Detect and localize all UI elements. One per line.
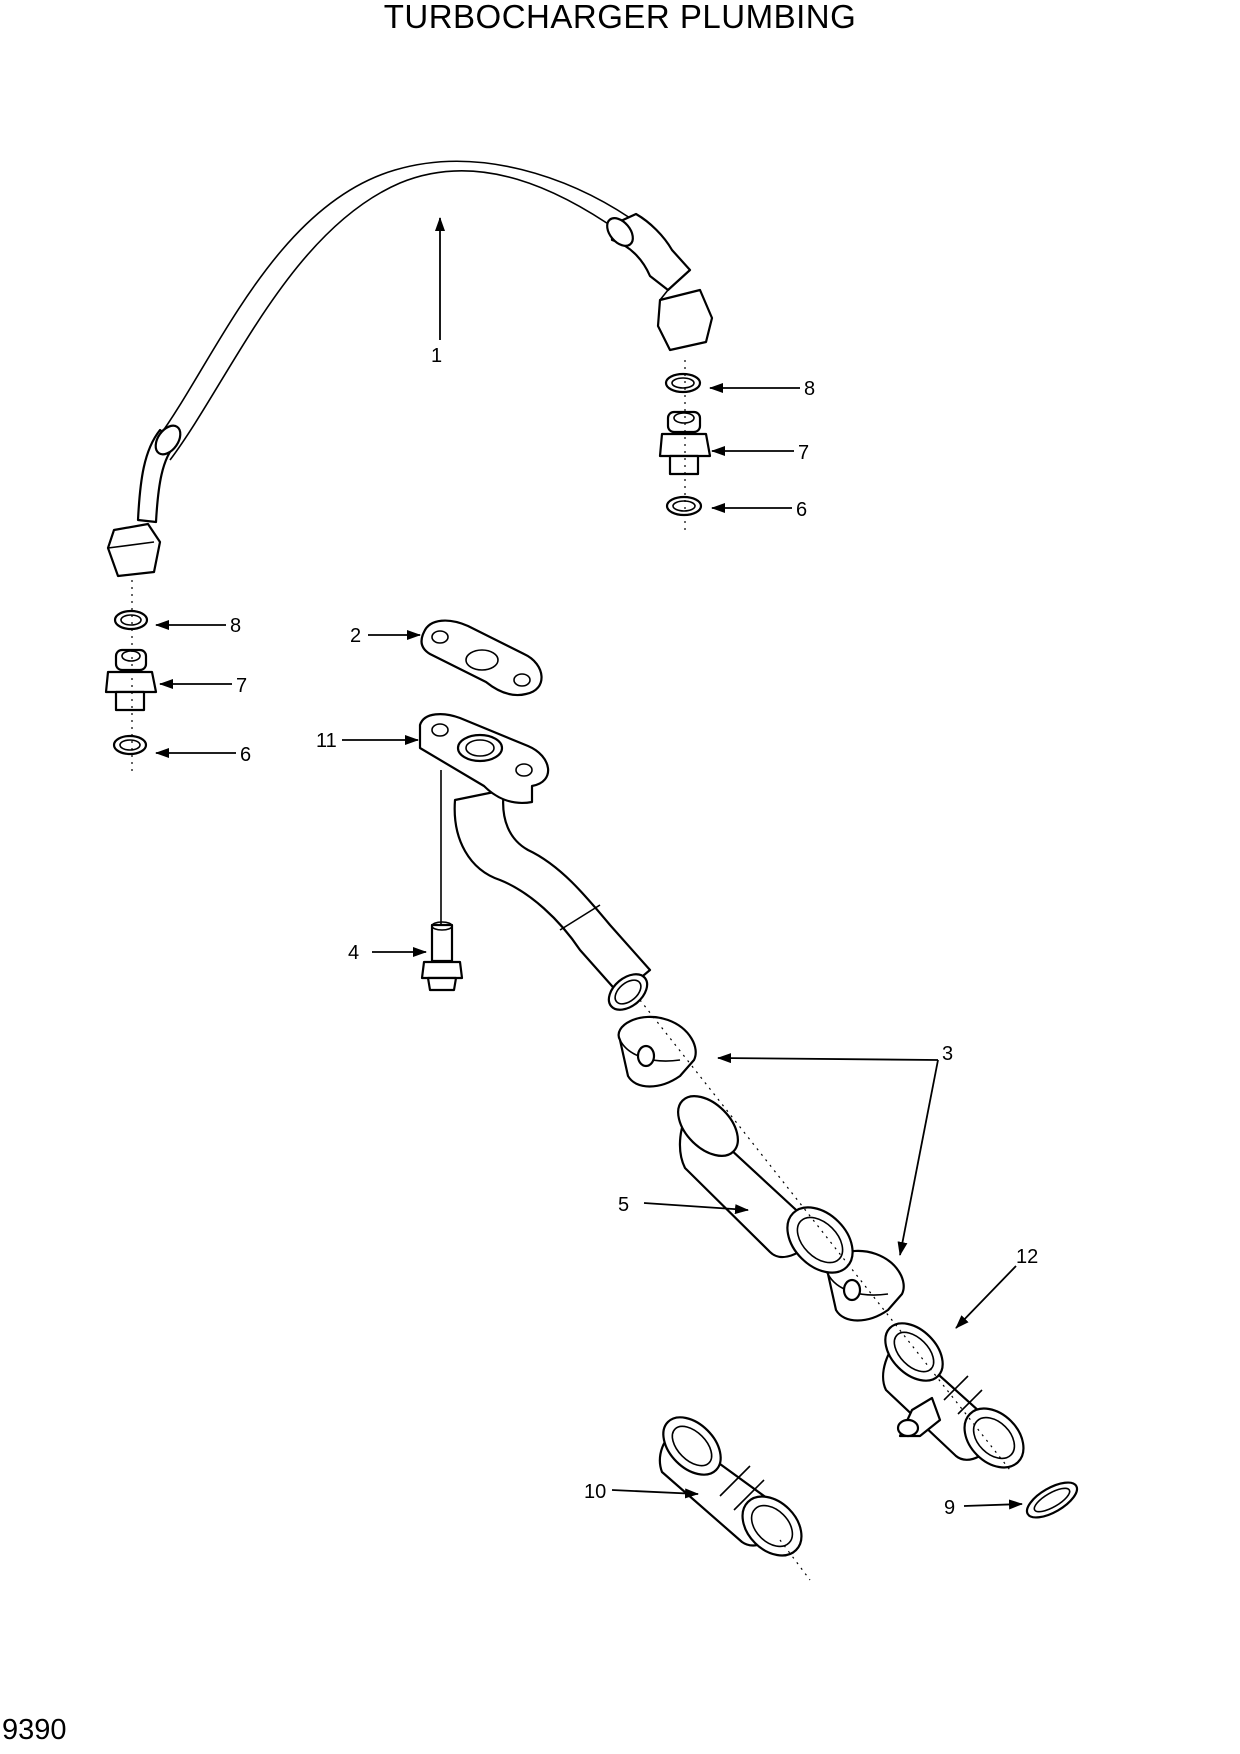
drain-flange-tube-part-11 [418, 713, 652, 1011]
callout-9: 9 [944, 1497, 955, 1519]
callout-5: 5 [618, 1194, 629, 1216]
callout-1: 1 [431, 345, 442, 367]
hose-clamp-part-3-upper [617, 1015, 697, 1088]
callout-3: 3 [942, 1043, 953, 1065]
callout-12: 12 [1016, 1246, 1038, 1268]
o-ring-part-9 [1025, 1481, 1079, 1519]
page-number: 9390 [2, 1714, 67, 1746]
tee-fitting-part-12 [882, 1322, 1025, 1469]
seal-ring-part-6-right [665, 495, 703, 517]
callout-6-right: 6 [796, 499, 807, 521]
hose-sleeve-part-5 [677, 1095, 854, 1274]
seal-ring-part-8-right [664, 372, 702, 394]
callout-11: 11 [316, 730, 337, 752]
callout-8-right: 8 [804, 378, 815, 400]
connector-part-7-left [104, 648, 158, 712]
seal-ring-part-6-left [112, 734, 148, 756]
callout-10: 10 [584, 1481, 606, 1503]
leader-lines [155, 217, 1023, 1510]
page-title: TURBOCHARGER PLUMBING [383, 0, 857, 35]
gasket-part-2 [420, 619, 543, 697]
callout-4: 4 [348, 942, 359, 964]
seal-ring-part-8-left [113, 609, 149, 631]
callout-7-right: 7 [798, 442, 809, 464]
callout-7-left: 7 [236, 675, 247, 697]
connector-part-7-right [658, 410, 712, 476]
callout-8-left: 8 [230, 615, 241, 637]
callout-6-left: 6 [240, 744, 251, 766]
coupling-part-10 [658, 1416, 803, 1557]
oil-feed-hose-part-1 [106, 160, 714, 578]
callout-2: 2 [350, 625, 361, 647]
bolt-part-4 [420, 770, 464, 992]
